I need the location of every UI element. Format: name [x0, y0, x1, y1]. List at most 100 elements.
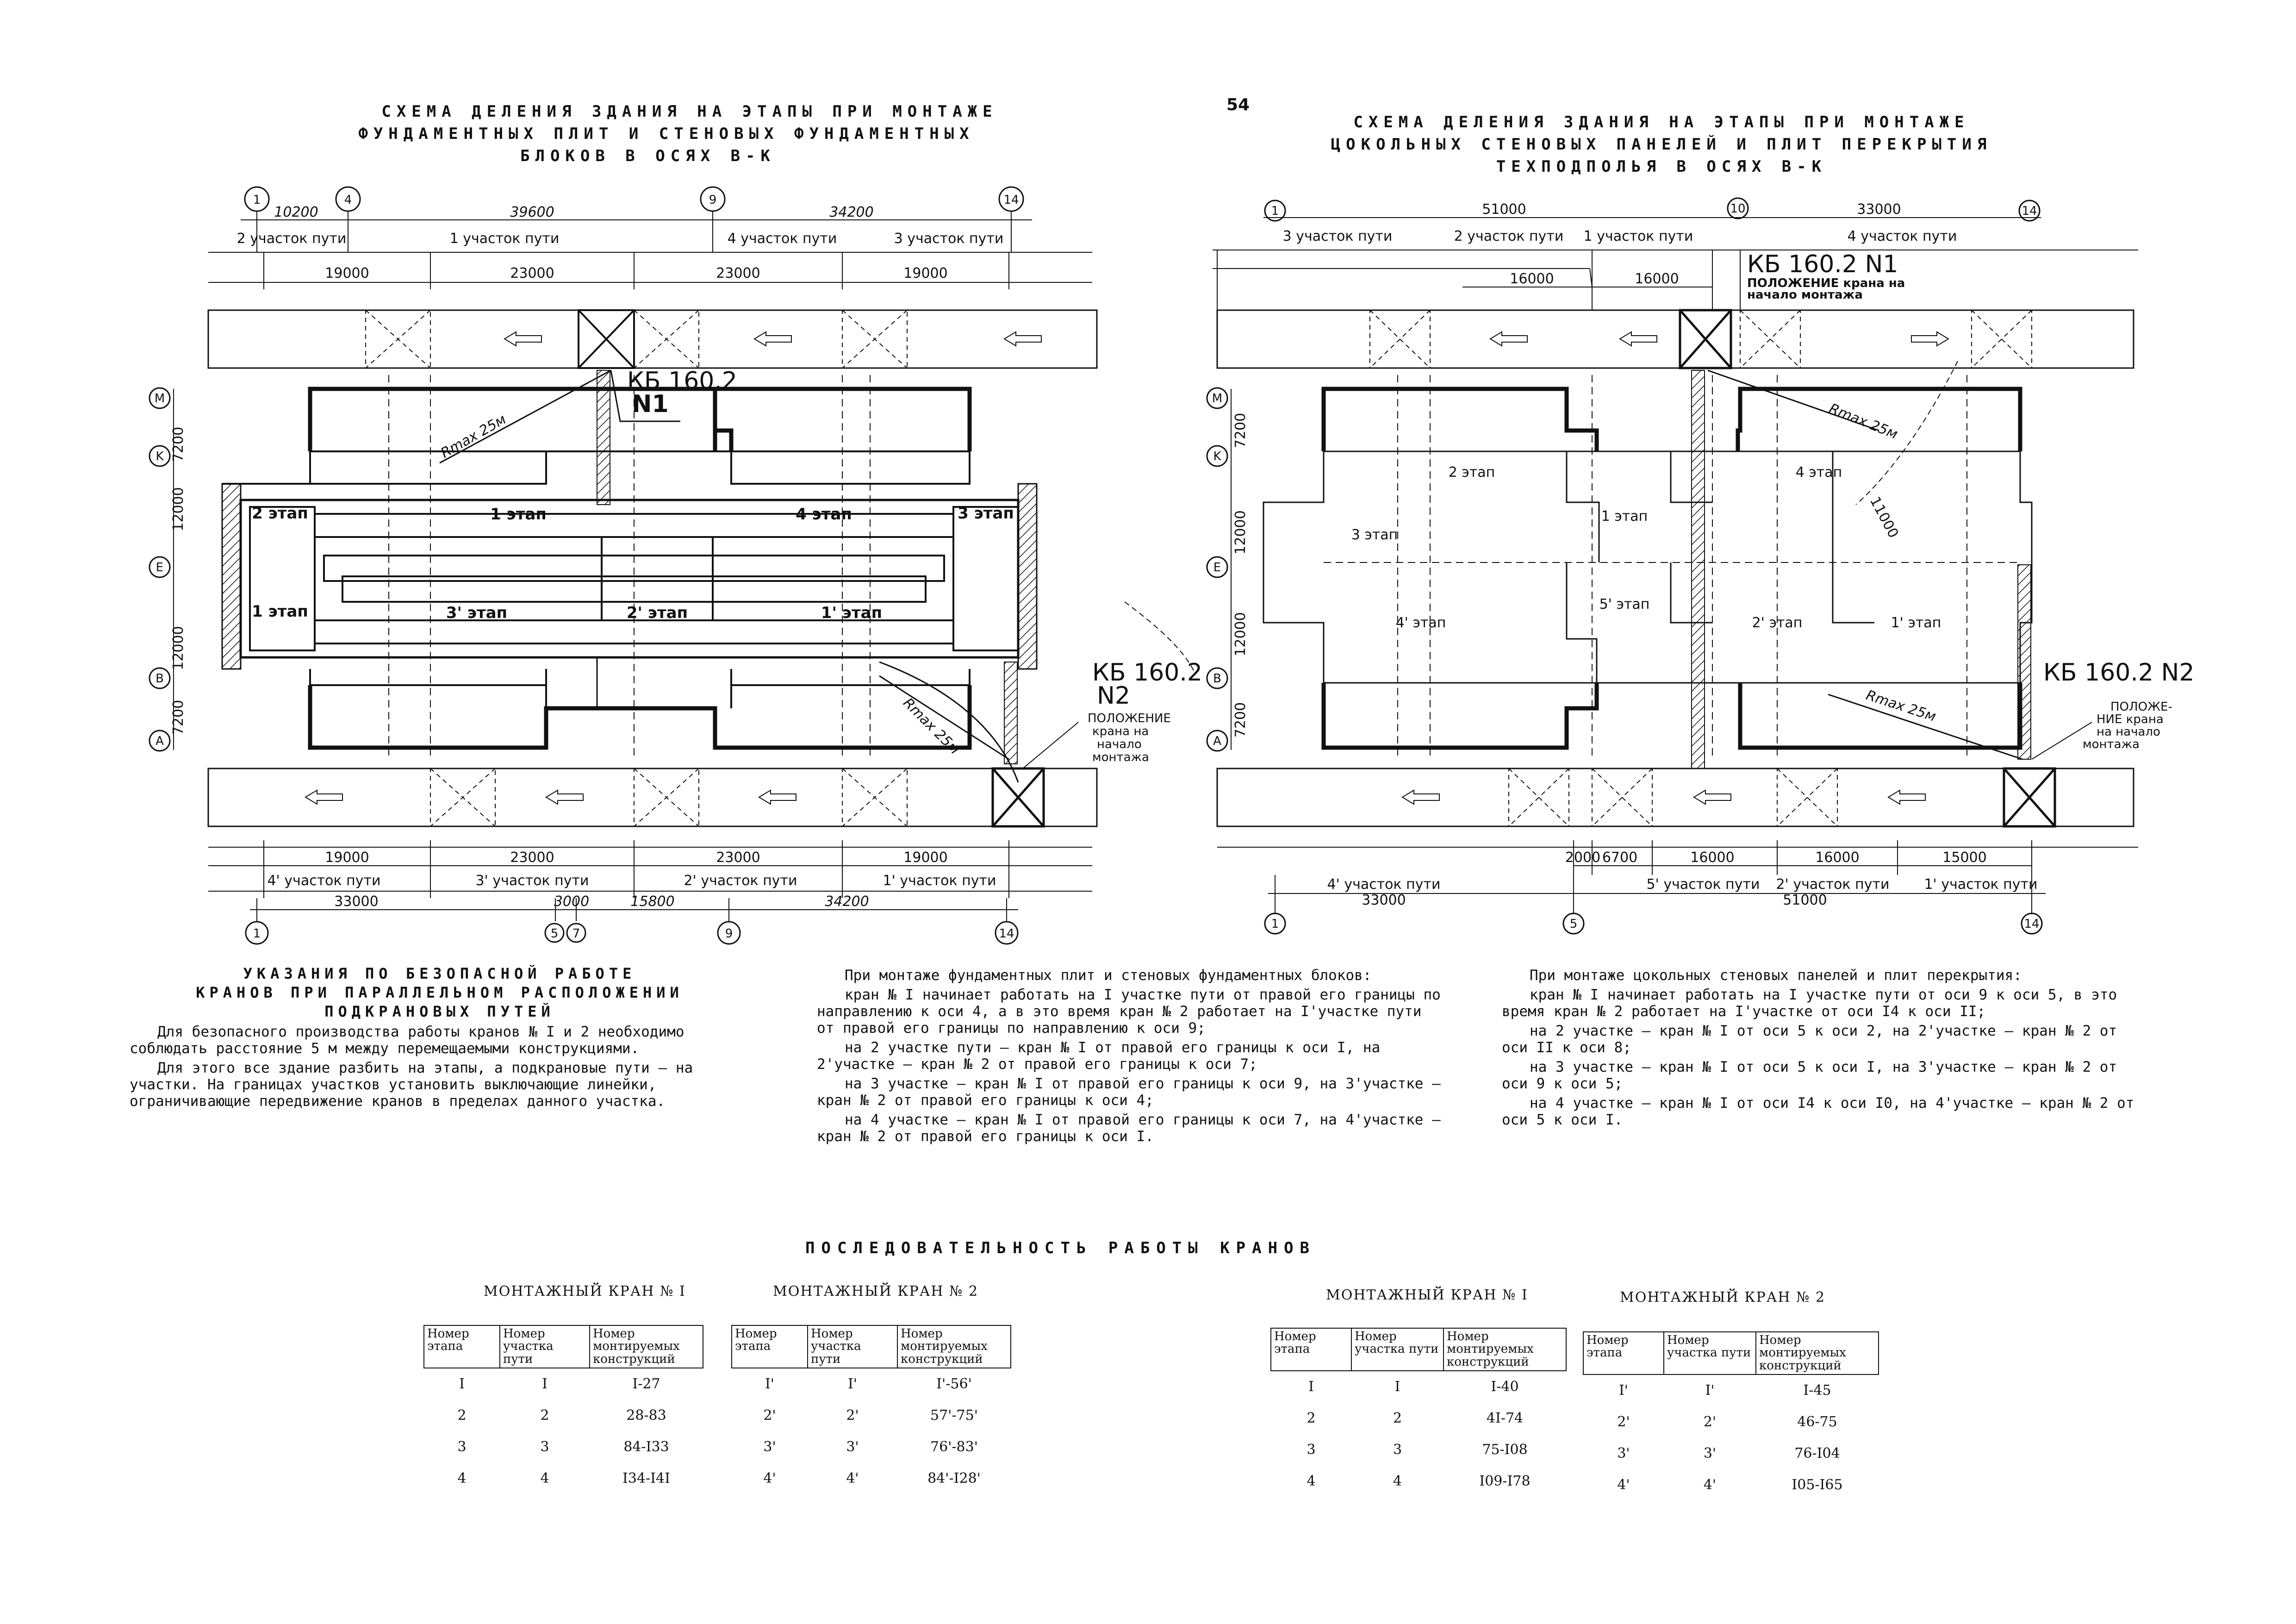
svg-text:A: A [1213, 734, 1221, 748]
svg-text:2000: 2000 [1565, 849, 1600, 866]
right-stage-3: 3 этап [1351, 527, 1398, 543]
svg-text:НИЕ крана: НИЕ крана [2097, 712, 2164, 726]
crane-1-plinth-table: Номер этапа Номер участка пути Номер мон… [1270, 1328, 1567, 1497]
svg-text:4: 4 [344, 193, 352, 207]
svg-text:16000: 16000 [1815, 849, 1859, 866]
svg-text:7200: 7200 [170, 427, 187, 462]
left-top-subdim-3: 23000 [716, 265, 760, 281]
left-top-dim-2: 39600 [510, 204, 554, 220]
table-1-caption: МОНТАЖНЫЙ КРАН № I [484, 1283, 686, 1299]
left-start-note-4: монтажа [1092, 750, 1149, 764]
left-top-section-2: 1 участок пути [450, 231, 560, 247]
right-crane-1-label: КБ 160.2 N1 [1747, 250, 1898, 278]
left-stage-3p: 3' этап [446, 604, 507, 622]
right-bottom-crane-track [1216, 767, 2134, 828]
table-row: 3'3'76-I04 [1617, 1445, 1840, 1462]
plinth-notes-head: При монтаже цокольных стеновых панелей и… [1530, 967, 2022, 984]
plinth-notes-p4: на 4 участке – кран № I от оси I4 к оси … [1502, 1094, 2134, 1128]
right-plan: СХЕМА ДЕЛЕНИЯ ЗДАНИЯ НА ЭТАПЫ ПРИ МОНТАЖ… [1206, 113, 2195, 935]
svg-text:14: 14 [2022, 204, 2037, 218]
svg-text:3000: 3000 [554, 893, 589, 910]
safety-instructions: УКАЗАНИЯ ПО БЕЗОПАСНОЙ РАБОТЕ КРАНОВ ПРИ… [130, 965, 750, 1113]
left-top-crane-track [207, 309, 1098, 369]
svg-text:23000: 23000 [510, 849, 554, 866]
left-top-section-4: 3 участок пути [894, 231, 1004, 247]
left-row-axes: M K E B A 7200 12000 12000 7200 [149, 387, 187, 752]
left-radius-1: Rmax 25м [438, 411, 509, 462]
left-top-axes: 1 4 9 14 [244, 186, 1024, 212]
right-plan-title-1: СХЕМА ДЕЛЕНИЯ ЗДАНИЯ НА ЭТАПЫ ПРИ МОНТАЖ… [1353, 113, 1969, 131]
right-stage-1: 1 этап [1601, 508, 1648, 525]
svg-text:E: E [156, 561, 163, 575]
svg-text:12000: 12000 [170, 626, 187, 670]
svg-text:K: K [1213, 450, 1221, 463]
right-stage-5p: 5' этап [1599, 596, 1650, 612]
svg-text:16000: 16000 [1510, 271, 1554, 287]
right-plan-title-3: ТЕХПОДПОЛЬЯ В ОСЯХ В-К [1496, 157, 1827, 176]
svg-text:5: 5 [1570, 917, 1578, 931]
svg-text:E: E [1213, 561, 1221, 575]
svg-text:2 участок пути: 2 участок пути [1454, 228, 1564, 244]
svg-text:1 участок пути: 1 участок пути [1584, 228, 1693, 244]
left-stage-1: 1 этап [490, 505, 547, 524]
right-plan-title-2: ЦОКОЛЬНЫХ СТЕНОВЫХ ПАНЕЛЕЙ И ПЛИТ ПЕРЕКР… [1331, 135, 1992, 154]
safety-title-3: ПОДКРАНОВЫХ ПУТЕЙ [324, 1003, 555, 1021]
crane-2-foundation-table: Номер этапа Номер участка пути Номер мон… [731, 1325, 1011, 1494]
svg-text:14: 14 [999, 927, 1014, 941]
svg-text:4' участок пути: 4' участок пути [267, 873, 380, 889]
svg-text:1' участок пути: 1' участок пути [883, 873, 996, 889]
left-plan-title-1: СХЕМА ДЕЛЕНИЯ ЗДАНИЯ НА ЭТАПЫ ПРИ МОНТАЖ… [381, 102, 997, 121]
svg-text:2' участок пути: 2' участок пути [684, 873, 797, 889]
left-building: 2 этап 1 этап 4 этап 3 этап 1 этап 3' эт… [221, 370, 1038, 764]
table-2-caption: МОНТАЖНЫЙ КРАН № 2 [773, 1283, 979, 1299]
right-top-crane-track [1216, 309, 2134, 369]
left-crane-1: Rmax 25м КБ 160.2 N1 [438, 367, 737, 464]
page-number: 54 [1226, 95, 1250, 114]
left-crane-2-label: КБ 160.2 [1092, 659, 1202, 687]
svg-text:10: 10 [1730, 202, 1745, 216]
svg-text:15000: 15000 [1942, 849, 1986, 866]
right-stage-2p: 2' этап [1752, 615, 1803, 631]
svg-text:5' участок пути: 5' участок пути [1646, 876, 1760, 893]
crane-2-plinth-table: Номер этапа Номер участка пути Номер мон… [1583, 1331, 1879, 1501]
foundation-notes: При монтаже фундаментных плит и стеновых… [817, 967, 1442, 1148]
svg-text:16000: 16000 [1690, 849, 1734, 866]
table-row: 4'4'I05-I65 [1617, 1477, 1843, 1493]
safety-paragraph-1: Для безопасного производства работы кран… [130, 1024, 684, 1057]
right-crane-1-note-1: ПОЛОЖЕНИЕ крана на [1747, 276, 1905, 290]
svg-text:16000: 16000 [1635, 271, 1679, 287]
left-crane-2: Rmax 25м КБ 160.2 N2 ПОЛОЖЕНИЕ крана на … [879, 601, 1202, 783]
safety-title-2: КРАНОВ ПРИ ПАРАЛЛЕЛЬНОМ РАСПОЛОЖЕНИИ [196, 984, 684, 1002]
left-top-section-3: 4 участок пути [728, 231, 837, 247]
left-top-subdim-1: 19000 [325, 265, 369, 281]
svg-text:15800: 15800 [630, 893, 674, 910]
foundation-notes-p3: на 3 участке – кран № I от правой его гр… [817, 1075, 1441, 1109]
svg-text:14: 14 [1003, 193, 1019, 207]
svg-text:14: 14 [2024, 917, 2039, 931]
left-top-subdim-4: 19000 [903, 265, 947, 281]
svg-text:4' участок пути: 4' участок пути [1327, 876, 1440, 893]
foundation-notes-p1: кран № I начинает работать на I участке … [817, 986, 1441, 1037]
right-row-axes: M K E B A 7200 12000 12000 7200 [1206, 387, 1249, 752]
svg-text:1' участок пути: 1' участок пути [1924, 876, 2037, 893]
left-stage-2: 2 этап [252, 504, 308, 523]
right-radius-1: Rmax 25м [1827, 400, 1900, 443]
svg-text:B: B [1213, 672, 1221, 686]
foundation-notes-p4: на 4 участке – кран № I от правой его гр… [817, 1111, 1441, 1145]
svg-text:1: 1 [253, 193, 261, 207]
left-stage-1p: 1' этап [821, 604, 882, 622]
left-top-section-1: 2 участок пути [237, 231, 347, 247]
svg-text:33000: 33000 [1362, 892, 1406, 908]
svg-text:23000: 23000 [716, 849, 760, 866]
svg-text:34200: 34200 [825, 893, 869, 910]
svg-text:A: A [156, 734, 164, 748]
right-stage-2: 2 этап [1449, 464, 1495, 481]
svg-text:9: 9 [709, 193, 717, 207]
